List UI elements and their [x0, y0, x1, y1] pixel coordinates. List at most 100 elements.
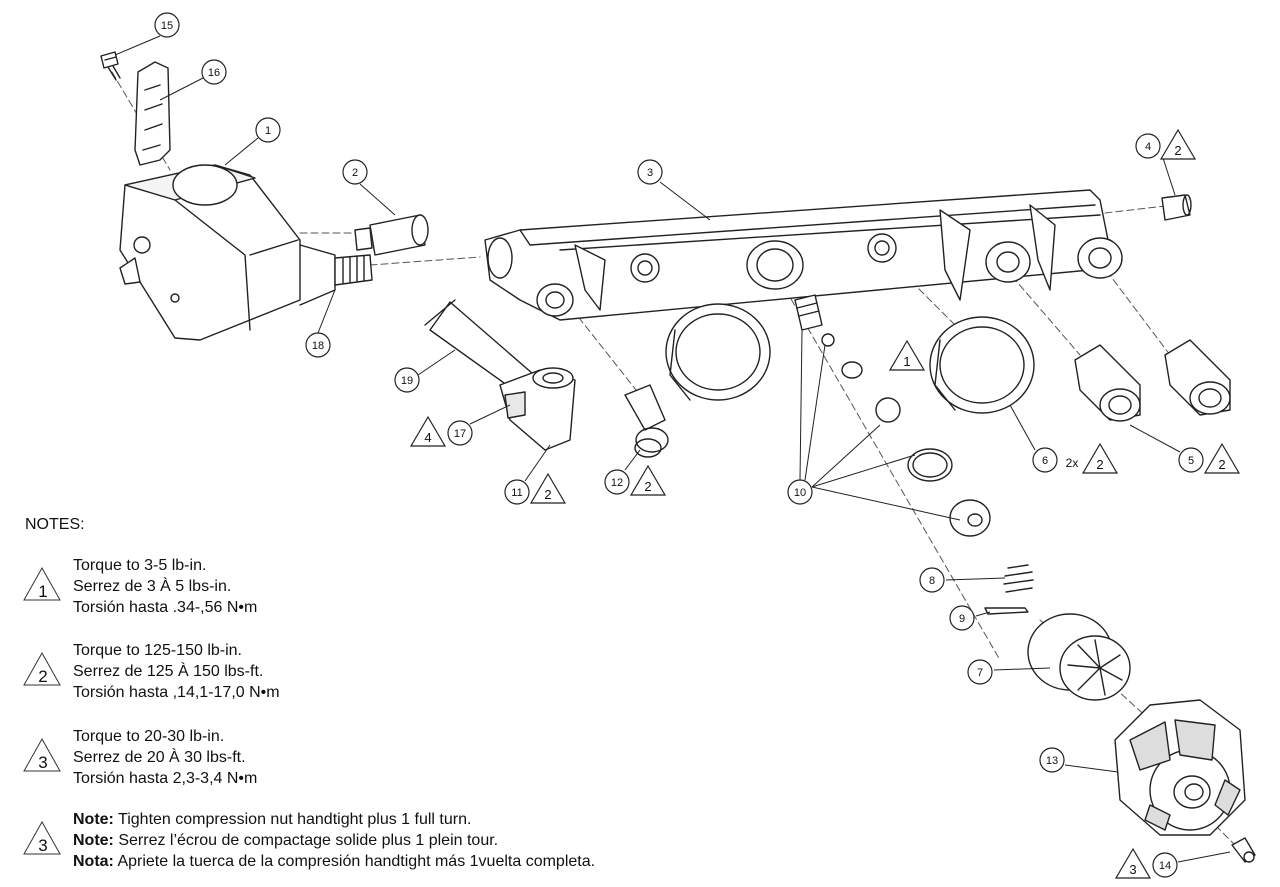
part-1-housing [119, 164, 336, 341]
part-2-plug [354, 214, 429, 256]
callout-7: 7 [967, 659, 1051, 685]
leader-line [469, 404, 511, 425]
callout-number: 14 [1159, 860, 1171, 872]
callout-6: 6 2x 2 [1009, 404, 1119, 474]
callout-bubble [1135, 133, 1161, 159]
torque-flag: 3 [1114, 847, 1152, 879]
callout-number: 1 [265, 125, 271, 137]
torque-flag-free: 1 [888, 339, 926, 371]
callout-19: 19 [394, 349, 456, 393]
callout-bubble [1178, 447, 1204, 473]
torque-flag-label: 2 [644, 479, 651, 494]
part-10-kit [794, 294, 991, 537]
callout-number: 10 [794, 487, 806, 499]
callout-bubble [447, 420, 473, 446]
part-11-elbow [499, 367, 576, 451]
callout-bubble [949, 605, 975, 631]
callout-number: 16 [208, 67, 220, 79]
callout-number: 2 [352, 167, 358, 179]
callout-number: 5 [1188, 455, 1194, 467]
torque-flag-label: 2 [1218, 457, 1225, 472]
part-6-cartridge-right [929, 316, 1035, 414]
part-13-knob [1114, 699, 1246, 836]
callout-1: 1 [224, 117, 281, 166]
callout-16: 16 [159, 59, 227, 101]
leader-line [224, 137, 259, 166]
callout-number: 15 [161, 20, 173, 32]
part-14-screw [1231, 837, 1256, 863]
part-5-coupling-right [1164, 339, 1231, 416]
torque-flag-label: 4 [424, 430, 431, 445]
leader-line [359, 183, 396, 216]
callout-bubble [1032, 447, 1058, 473]
callout-bubble [394, 367, 420, 393]
callout-number: 11 [511, 487, 522, 499]
callout-bubble [787, 479, 813, 505]
quantity-label: 2x [1066, 456, 1079, 470]
callout-number: 3 [647, 167, 653, 179]
callout-number: 6 [1042, 455, 1048, 467]
callout-bubble [255, 117, 281, 143]
part-4-cap [1161, 194, 1192, 221]
callout-number: 13 [1046, 755, 1058, 767]
leader-line [811, 424, 881, 488]
part-16-bracket [134, 61, 171, 166]
leader-line [799, 329, 803, 481]
torque-flag: 2 [1159, 128, 1197, 160]
part-15-screw [100, 51, 121, 81]
leader-line [993, 667, 1051, 671]
leader-line [159, 77, 204, 101]
callout-17: 17 4 [409, 404, 511, 447]
torque-flag-label: 2 [1096, 457, 1103, 472]
torque-flag: 2 [1081, 442, 1119, 474]
leader-line [1129, 424, 1181, 453]
callout-number: 7 [977, 667, 983, 679]
leader-line [811, 486, 961, 521]
leader-line [317, 289, 336, 334]
torque-flag: 2 [1203, 442, 1241, 474]
leader-line [659, 181, 711, 221]
part-8-spring [1003, 564, 1034, 593]
callout-bubble [919, 567, 945, 593]
callout-13: 13 [1039, 747, 1119, 773]
callout-bubble [342, 159, 368, 185]
leader-line [114, 35, 161, 56]
part-5-coupling-left [1074, 344, 1141, 422]
leader-line [1162, 157, 1176, 196]
callout-9: 9 [949, 605, 991, 631]
callout-bubble [967, 659, 993, 685]
callout-number: 12 [611, 477, 623, 489]
torque-flag: 2 [529, 472, 567, 504]
callout-number: 17 [454, 428, 466, 440]
callout-bubble [604, 469, 630, 495]
callout-bubble [637, 159, 663, 185]
part-3-manifold [484, 189, 1123, 321]
torque-flag-free-label: 1 [903, 354, 910, 369]
callout-number: 4 [1145, 141, 1151, 153]
torque-flag: 4 [409, 415, 447, 447]
leader-line [1009, 404, 1036, 451]
leader-line [811, 454, 916, 488]
callout-15: 15 [114, 12, 180, 56]
callout-number: 8 [929, 575, 935, 587]
part-9-pin [984, 607, 1029, 615]
torque-flag-label: 2 [544, 487, 551, 502]
leader-line [1177, 851, 1231, 863]
callout-10: 10 [787, 329, 961, 521]
callout-bubble [1152, 852, 1178, 878]
part-6-cartridge-left [665, 303, 771, 401]
callout-2: 2 [342, 159, 396, 216]
callout-18: 18 [305, 289, 336, 358]
callout-number: 18 [312, 340, 324, 352]
part-18-fitting [334, 254, 373, 286]
callout-14: 14 3 [1114, 847, 1231, 879]
callout-bubble [504, 479, 530, 505]
callout-bubble [305, 332, 331, 358]
part-12-valve [624, 384, 669, 458]
callout-8: 8 [919, 567, 1006, 593]
leader-line [975, 611, 991, 617]
